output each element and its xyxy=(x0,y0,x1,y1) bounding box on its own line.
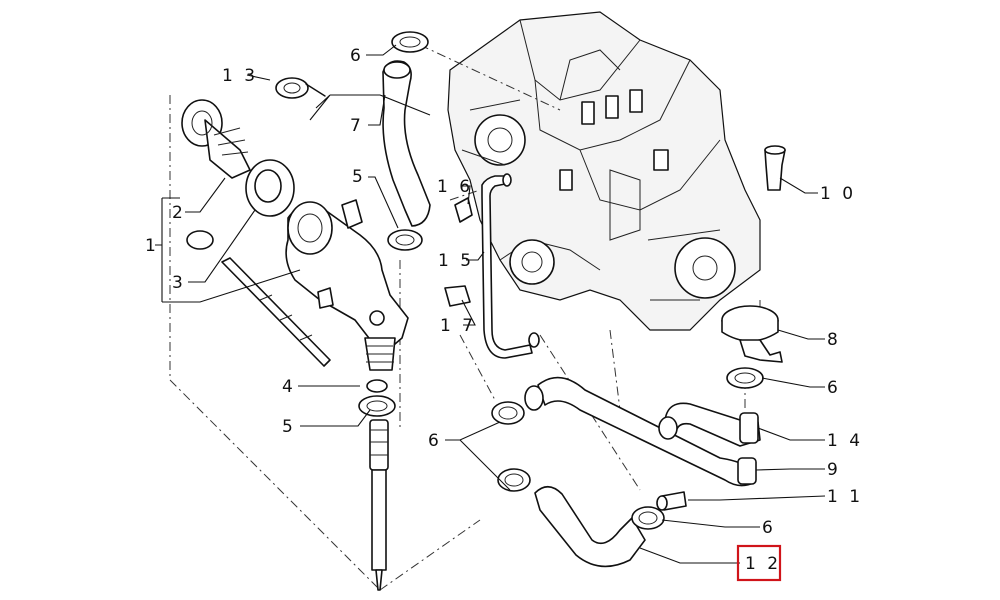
label-12: 1 2 xyxy=(745,554,781,574)
o-ring-4 xyxy=(366,379,388,393)
clamp-6-top xyxy=(391,31,429,53)
highlight-box xyxy=(736,544,782,582)
seal-ring-3 xyxy=(245,159,295,217)
label-14: 1 4 xyxy=(827,431,863,451)
label-11: 1 1 xyxy=(827,487,863,507)
phantom-lines xyxy=(169,44,761,591)
label-6-top: 6 xyxy=(350,46,364,66)
dipstick-tube xyxy=(369,419,389,591)
label-3: 3 xyxy=(172,273,186,293)
clamp-5-upper xyxy=(387,229,423,251)
dipstick xyxy=(186,230,331,367)
label-5-upper: 5 xyxy=(352,167,366,187)
vacuum-valve-8 xyxy=(721,305,783,363)
label-5-lower: 5 xyxy=(282,417,296,437)
clamp-6-hose12 xyxy=(631,506,665,530)
label-7: 7 xyxy=(350,116,364,136)
label-2: 2 xyxy=(172,203,186,223)
label-4: 4 xyxy=(282,377,296,397)
label-16: 1 6 xyxy=(437,177,473,197)
clamp-6-right xyxy=(726,367,764,389)
leader-lines xyxy=(155,44,826,564)
label-6-right: 6 xyxy=(827,378,841,398)
label-9: 9 xyxy=(827,460,841,480)
label-10: 1 0 xyxy=(820,184,856,204)
fitting-10 xyxy=(764,145,786,191)
clamp-5-lower xyxy=(358,395,396,417)
pipe-15 xyxy=(481,173,540,359)
clip-16 xyxy=(454,197,473,223)
label-8: 8 xyxy=(827,330,841,350)
label-6-low: 6 xyxy=(762,518,776,538)
oil-filler-housing-1 xyxy=(285,199,409,371)
label-6-mid: 6 xyxy=(428,431,442,451)
hose-12 xyxy=(534,485,646,568)
clip-13 xyxy=(275,77,326,99)
label-13: 1 3 xyxy=(222,66,258,86)
hose-7 xyxy=(382,60,431,227)
label-15: 1 5 xyxy=(438,251,474,271)
filler-cap-2 xyxy=(181,99,251,179)
plug-11 xyxy=(656,491,687,511)
part-labels: 1 2 3 4 5 5 6 6 6 6 7 8 9 1 0 1 1 1 2 1 … xyxy=(145,46,863,574)
label-1: 1 xyxy=(145,236,159,256)
clamp-6-mid xyxy=(491,401,525,425)
clamp-6-low xyxy=(497,468,531,492)
engine-block xyxy=(447,11,761,331)
label-17: 1 7 xyxy=(440,316,476,336)
hoses-9-14 xyxy=(524,376,761,487)
clip-17 xyxy=(444,285,471,307)
